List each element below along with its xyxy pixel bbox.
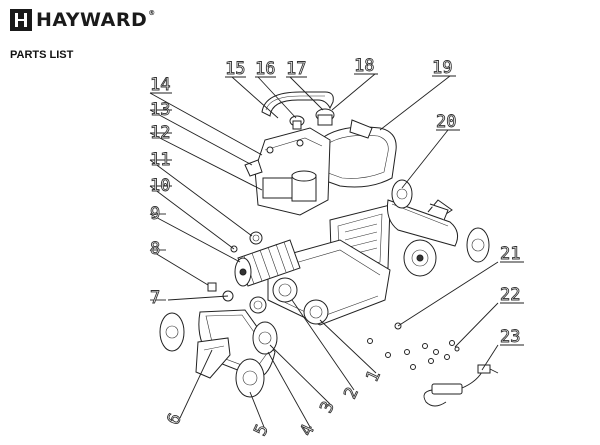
left-track-part: [159, 309, 278, 398]
callout-3: 3: [316, 398, 338, 416]
callout-7: 7: [150, 288, 160, 308]
callout-19: 19: [432, 58, 452, 78]
handle-part: [261, 91, 334, 117]
callout-17: 17: [286, 59, 306, 79]
callout-15: 15: [225, 59, 245, 79]
callout-9: 9: [150, 204, 160, 224]
hayward-h-icon: [10, 9, 32, 31]
right-track-part: [387, 179, 490, 277]
housing-part: [244, 127, 331, 216]
leader-lines: [149, 73, 524, 428]
callout-18: 18: [354, 56, 374, 76]
callout-16: 16: [255, 59, 275, 79]
small-fittings: [207, 231, 267, 314]
brand-name: HAYWARD®: [36, 9, 156, 31]
page-heading: PARTS LIST: [10, 49, 74, 61]
chassis-part: [267, 239, 391, 326]
top-cover-part: [309, 119, 397, 188]
callout-12: 12: [150, 123, 170, 143]
callout-13: 13: [150, 100, 170, 120]
callout-10: 10: [150, 176, 170, 196]
callout-8: 8: [150, 239, 160, 259]
callout-22: 22: [500, 285, 520, 305]
callout-14: 14: [150, 75, 170, 95]
brush-part: [234, 239, 301, 287]
callout-1: 1: [362, 367, 384, 385]
callout-20: 20: [436, 112, 456, 132]
hardware-bits: [367, 322, 460, 370]
power-supply-part: [423, 364, 499, 407]
callout-23: 23: [500, 327, 520, 347]
callout-4: 4: [296, 421, 318, 439]
knob-parts: [289, 108, 335, 130]
callout-11: 11: [150, 150, 170, 170]
callout-21: 21: [500, 244, 520, 264]
callout-5: 5: [250, 421, 272, 439]
brand-logo: HAYWARD®: [10, 8, 156, 32]
